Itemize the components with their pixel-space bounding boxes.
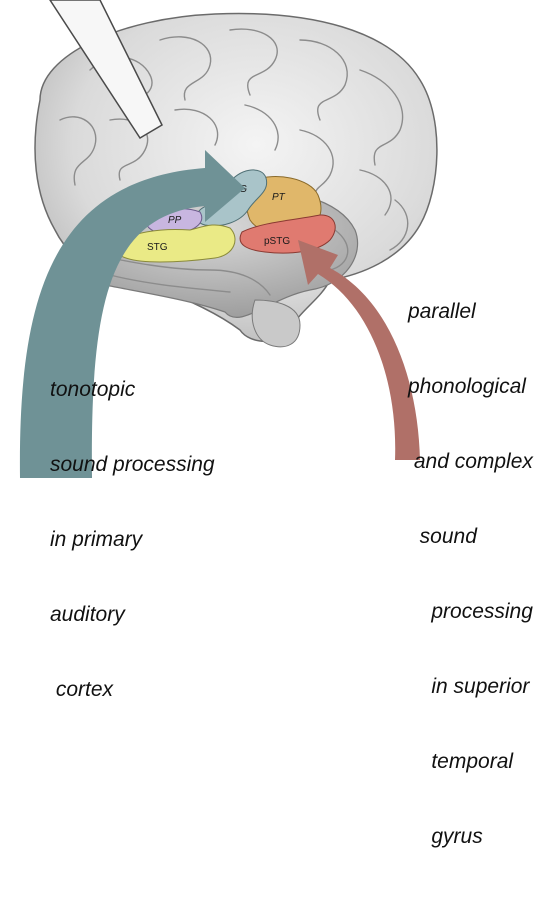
right-caption-line: in superior bbox=[408, 674, 533, 699]
right-caption-line: phonological bbox=[408, 374, 533, 399]
right-caption-line: and complex bbox=[408, 449, 533, 474]
region-label-STG: STG bbox=[147, 242, 168, 253]
right-caption-line: temporal bbox=[408, 749, 533, 774]
left-caption-line: auditory bbox=[50, 602, 215, 627]
left-caption-line: in primary bbox=[50, 527, 215, 552]
right-caption-line: gyrus bbox=[408, 824, 533, 849]
right-caption: parallel phonological and complex sound … bbox=[408, 249, 533, 899]
figure: HG PT PP STG pSTG tonotopic sound proces… bbox=[0, 0, 556, 478]
right-caption-line: processing bbox=[408, 599, 533, 624]
left-caption-line: cortex bbox=[50, 677, 215, 702]
left-caption-line: tonotopic bbox=[50, 377, 215, 402]
left-caption: tonotopic sound processing in primary au… bbox=[50, 327, 215, 752]
region-label-PP: PP bbox=[168, 215, 182, 226]
region-label-PT: PT bbox=[272, 192, 286, 203]
region-label-pSTG: pSTG bbox=[264, 236, 290, 247]
left-caption-line: sound processing bbox=[50, 452, 215, 477]
right-caption-line: parallel bbox=[408, 299, 533, 324]
right-caption-line: sound bbox=[408, 524, 533, 549]
